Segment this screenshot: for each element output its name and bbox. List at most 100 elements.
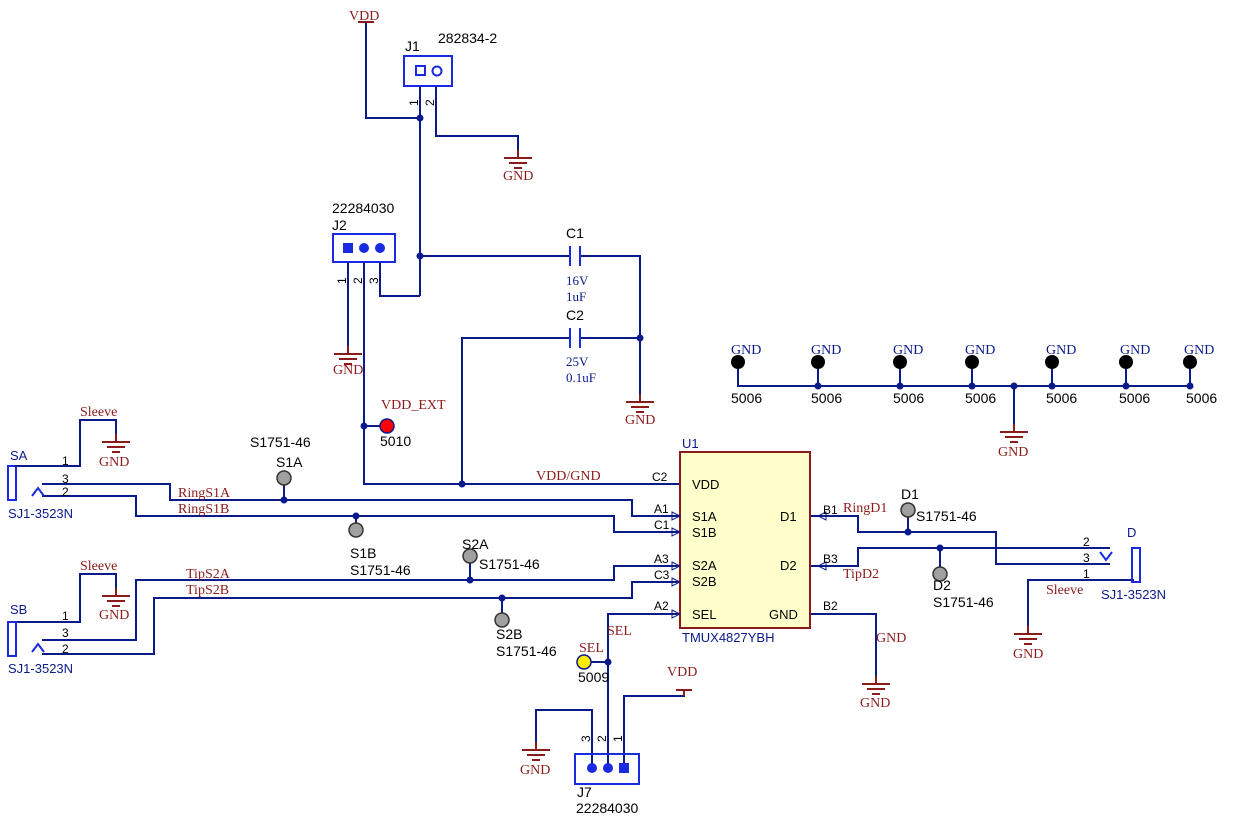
tp-gnd-icon <box>731 355 745 369</box>
tp-sel-icon <box>576 654 592 670</box>
sb-pin2-label: 2 <box>62 642 69 656</box>
j2-pin2-icon <box>359 243 369 253</box>
junction-dot <box>352 512 360 520</box>
jd-pin2-label: 2 <box>1083 535 1090 549</box>
junction-dot <box>498 594 506 602</box>
j7-pin1-label: 1 <box>611 735 625 742</box>
j1-body <box>403 55 453 87</box>
j7-body <box>574 753 640 785</box>
tp-s1a-icon <box>276 470 292 486</box>
junction-dot <box>936 544 944 552</box>
jack-d <box>1099 547 1141 583</box>
tp-gnd-icon <box>893 355 907 369</box>
u1-pin-sel: SEL <box>692 607 717 622</box>
wire-jd-sleeve <box>1027 579 1134 626</box>
net-label-gnd: GND <box>860 696 890 711</box>
pin-arrow-icon <box>816 511 827 521</box>
u1-pin-d1: D1 <box>780 509 797 524</box>
junction-dot <box>636 334 644 342</box>
ground-icon <box>333 345 363 365</box>
u1-ball-a2: A2 <box>654 599 669 613</box>
net-label-gnd: GND <box>625 413 655 428</box>
net-label-sleeve: Sleeve <box>1046 583 1083 598</box>
u1-ref: U1 <box>682 436 699 451</box>
tp-d2-ref: D2 <box>933 577 951 593</box>
junctions <box>280 114 1194 666</box>
c1-ref: C1 <box>566 225 584 241</box>
junction-dot <box>1186 382 1194 390</box>
u1-pin-vdd: VDD <box>692 477 719 492</box>
wire-vdd-gnd <box>363 262 680 485</box>
jack-body-icon <box>1131 547 1141 583</box>
gnd-tp-part: 5006 <box>811 390 842 406</box>
gnd-tp-label: GND <box>893 343 923 358</box>
wire-vdd-top <box>365 22 420 119</box>
j2-pin1-square-icon <box>343 243 353 253</box>
j2-body <box>332 233 396 263</box>
jack-contact-icon <box>31 642 45 653</box>
tp-vdd-ext-part: 5010 <box>380 433 411 449</box>
tp-vdd-ext-icon <box>379 418 395 434</box>
junction-dot <box>1048 382 1056 390</box>
gnd-tp-label: GND <box>1046 343 1076 358</box>
tp-d2-icon <box>932 566 948 582</box>
ground-symbols <box>101 149 1043 761</box>
gnd-tp-part: 5006 <box>1186 390 1217 406</box>
junction-dot <box>280 496 288 504</box>
j1-part: 282834-2 <box>438 30 497 46</box>
j2-pin3-label: 3 <box>367 277 381 284</box>
vdd-ports <box>358 21 692 696</box>
capacitor-c1 <box>569 246 581 266</box>
j2-pin1-label: 1 <box>335 277 349 284</box>
u1-pin-gnd: GND <box>769 607 798 622</box>
net-label-tip-s2a: TipS2A <box>186 567 231 582</box>
ground-icon <box>503 149 533 169</box>
test-points <box>276 355 1197 670</box>
j1-pin1-label: 1 <box>407 99 421 106</box>
wire-sa-pin3 <box>42 483 680 517</box>
wire-sa-pin2 <box>42 495 680 533</box>
net-label-gnd: GND <box>333 363 363 378</box>
u1-body <box>679 451 811 629</box>
ground-icon <box>101 433 131 453</box>
jd-pin3-label: 3 <box>1083 551 1090 565</box>
j1-pin2-label: 2 <box>423 99 437 106</box>
tp-s1a-ref: S1A <box>276 454 303 470</box>
net-label-vdd: VDD <box>667 665 697 680</box>
u1-ball-c2: C2 <box>652 470 668 484</box>
jd-part: SJ1-3523N <box>1101 587 1166 602</box>
wire-c1-right <box>580 255 641 394</box>
u1-ball-b3: B3 <box>823 552 838 566</box>
sa-part: SJ1-3523N <box>8 506 73 521</box>
net-label-gnd: GND <box>520 763 550 778</box>
net-label-sel: SEL <box>607 624 632 639</box>
junction-dot <box>896 382 904 390</box>
net-label-vdd-ext: VDD_EXT <box>381 398 446 413</box>
u1-pin-s1b: S1B <box>692 525 717 540</box>
j7-part: 22284030 <box>576 800 639 816</box>
gnd-tp-part: 5006 <box>1046 390 1077 406</box>
pin-arrow-icon <box>671 609 682 619</box>
net-label-sleeve: Sleeve <box>80 559 117 574</box>
wire-d1 <box>810 515 1110 565</box>
wire-j2-pin3 <box>379 262 420 297</box>
labels: VDD J1 282834-2 1 2 GND 22284030 J2 1 2 … <box>8 9 1217 816</box>
junction-dot <box>1010 382 1018 390</box>
ground-icon <box>101 587 131 607</box>
net-label-sleeve: Sleeve <box>80 405 117 420</box>
gnd-tp-part: 5006 <box>731 390 762 406</box>
ground-icon <box>521 741 551 761</box>
tp-s2b-ref: S2B <box>496 626 522 642</box>
jack-contact-icon <box>31 486 45 497</box>
j2-pin3-icon <box>375 243 385 253</box>
tp-s2b-icon <box>494 612 510 628</box>
tp-s2a-ref: S2A <box>462 536 489 552</box>
ground-icon <box>625 393 655 413</box>
tp-gnd-icon <box>965 355 979 369</box>
pin-arrow-icon <box>671 511 682 521</box>
j7-pin2-label: 2 <box>595 735 609 742</box>
net-label-gnd: GND <box>503 169 533 184</box>
j7-pin3-icon <box>587 763 597 773</box>
connector-j2 <box>332 233 396 263</box>
u1-ball-c3: C3 <box>654 568 670 582</box>
